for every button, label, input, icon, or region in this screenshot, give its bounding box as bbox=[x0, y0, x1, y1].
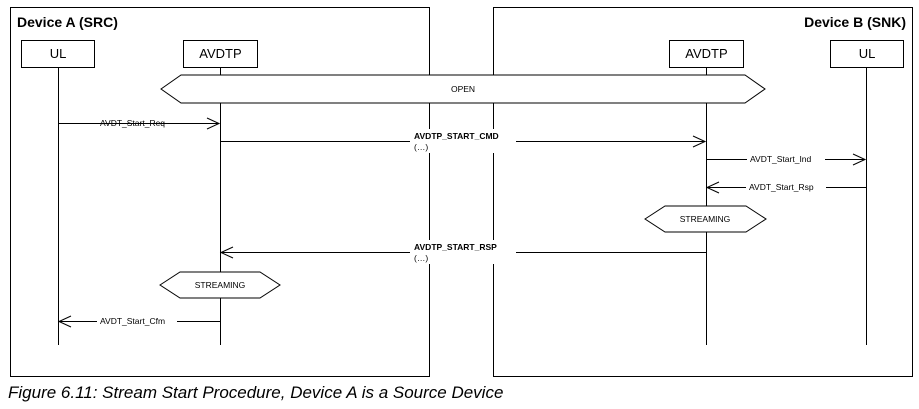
entity-b-ul-label: UL bbox=[859, 46, 876, 61]
entity-b-ul: UL bbox=[830, 40, 904, 68]
state-streaming-b: STREAMING bbox=[644, 205, 767, 233]
device-a-frame bbox=[10, 7, 430, 377]
entity-b-avdtp: AVDTP bbox=[669, 40, 744, 68]
msg-start-rsp-b-label: AVDT_Start_Rsp bbox=[749, 182, 814, 192]
entity-b-avdtp-label: AVDTP bbox=[685, 46, 727, 61]
msg-start-rsp-params: (…) bbox=[414, 253, 428, 263]
msg-start-cfm: AVDT_Start_Cfm bbox=[57, 315, 220, 328]
msg-start-ind-label: AVDT_Start_Ind bbox=[750, 154, 812, 164]
msg-start-cmd: AVDTP_START_CMD (…) bbox=[221, 129, 707, 153]
msg-start-cfm-label: AVDT_Start_Cfm bbox=[100, 316, 165, 326]
msg-start-cmd-params: (…) bbox=[414, 142, 428, 152]
msg-start-req-label: AVDT_Start_Req bbox=[100, 118, 165, 128]
msg-start-req: AVDT_Start_Req bbox=[59, 117, 221, 130]
device-b-title: Device B (SNK) bbox=[804, 14, 906, 30]
msg-start-cmd-label: AVDTP_START_CMD bbox=[414, 131, 499, 141]
state-open: OPEN bbox=[160, 74, 766, 104]
state-streaming-a: STREAMING bbox=[159, 271, 281, 299]
msg-start-rsp: AVDTP_START_RSP (…) bbox=[219, 240, 706, 264]
msg-start-ind: AVDT_Start_Ind bbox=[707, 153, 867, 166]
figure-caption: Figure 6.11: Stream Start Procedure, Dev… bbox=[8, 383, 504, 402]
sequence-diagram: Device A (SRC) Device B (SNK) UL AVDTP A… bbox=[10, 7, 913, 377]
state-streaming-a-label: STREAMING bbox=[195, 280, 246, 290]
entity-a-avdtp-label: AVDTP bbox=[199, 46, 241, 61]
device-a-title: Device A (SRC) bbox=[17, 14, 118, 30]
state-streaming-b-label: STREAMING bbox=[680, 214, 731, 224]
msg-start-rsp-b: AVDT_Start_Rsp bbox=[705, 181, 866, 194]
entity-a-ul-label: UL bbox=[50, 46, 67, 61]
device-b-frame bbox=[493, 7, 913, 377]
msg-start-rsp-label: AVDTP_START_RSP bbox=[414, 242, 497, 252]
entity-a-avdtp: AVDTP bbox=[183, 40, 258, 68]
entity-a-ul: UL bbox=[21, 40, 95, 68]
state-open-label: OPEN bbox=[451, 84, 475, 94]
